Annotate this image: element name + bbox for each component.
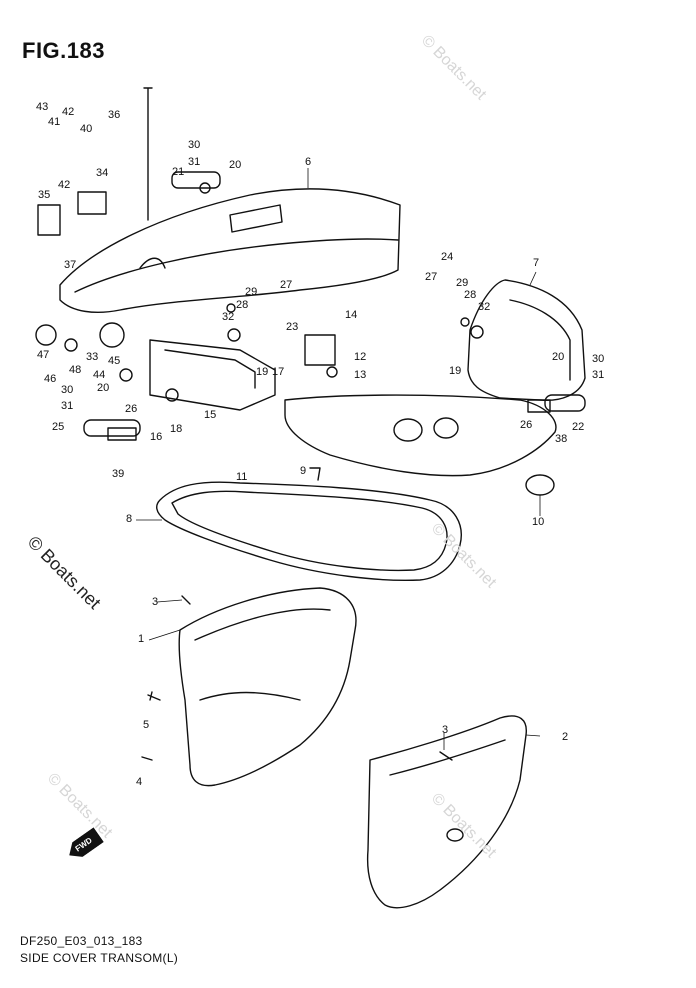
callout: 13 [354, 369, 366, 381]
part-12-bracket [304, 334, 336, 366]
part-8-gasket [156, 481, 462, 582]
callout: 3 [152, 596, 158, 608]
callout: 30 [592, 353, 604, 365]
callout: 3 [442, 724, 448, 736]
callout: 42 [58, 179, 70, 191]
callout: 37 [64, 259, 76, 271]
figure-title: FIG.183 [22, 38, 105, 63]
callout: 16 [150, 431, 162, 443]
callout: 39 [112, 468, 124, 480]
part-21-handle [171, 171, 221, 189]
callout: 24 [441, 251, 453, 263]
callout: 27 [425, 271, 437, 283]
part-4-screw [141, 756, 153, 761]
part-36-rod [143, 87, 153, 221]
callout: 5 [143, 719, 149, 731]
callout: 43 [36, 101, 48, 113]
part-cover-lower [284, 394, 557, 477]
callout: 32 [222, 311, 234, 323]
callout: 9 [300, 465, 306, 477]
callout: 25 [52, 421, 64, 433]
part-6-side-cover [59, 188, 401, 313]
part-38-plate [527, 399, 551, 413]
callout: 38 [555, 433, 567, 445]
callout: 28 [236, 299, 248, 311]
callout: 2 [562, 731, 568, 743]
callout: 20 [97, 382, 109, 394]
callout: 7 [533, 257, 539, 269]
part-33-grommet [99, 322, 125, 348]
callout: 44 [93, 369, 105, 381]
callout: 31 [188, 156, 200, 168]
callout: 6 [305, 156, 311, 168]
callout: 26 [125, 403, 137, 415]
callout: 30 [61, 384, 73, 396]
part-9-clip [309, 467, 321, 481]
part-2-lower-cover [366, 715, 527, 909]
callout: 20 [552, 351, 564, 363]
callout: 18 [170, 423, 182, 435]
part-10-plug [525, 474, 555, 496]
callout: 14 [345, 309, 357, 321]
callout: 40 [80, 123, 92, 135]
callout: 22 [572, 421, 584, 433]
part-25-grip [83, 419, 141, 437]
callout: 29 [245, 286, 257, 298]
callout: 35 [38, 189, 50, 201]
part-34-bracket [77, 191, 107, 215]
callout: 19 [256, 366, 268, 378]
callout: 34 [96, 167, 108, 179]
callout: 20 [229, 159, 241, 171]
callout: 19 [449, 365, 461, 377]
callout: 4 [136, 776, 142, 788]
callout: 21 [172, 166, 184, 178]
callout: 45 [108, 355, 120, 367]
callout: 41 [48, 116, 60, 128]
diagram-caption: SIDE COVER TRANSOM(L) [20, 951, 179, 965]
callout: 42 [62, 106, 74, 118]
callout: 33 [86, 351, 98, 363]
callout: 47 [37, 349, 49, 361]
callout: 46 [44, 373, 56, 385]
callout: 11 [236, 471, 247, 483]
callout: 15 [204, 409, 216, 421]
part-47-grommet [35, 324, 57, 346]
callout: 48 [69, 364, 81, 376]
callout: 31 [592, 369, 604, 381]
diagram-code: DF250_E03_013_183 [20, 934, 143, 948]
callout: 31 [61, 400, 73, 412]
callout: 36 [108, 109, 120, 121]
callout: 27 [280, 279, 292, 291]
part-7-side-panel [467, 279, 586, 402]
callout: 26 [520, 419, 532, 431]
part-1-lower-cover [178, 587, 357, 787]
callout: 12 [354, 351, 366, 363]
callout: 17 [272, 366, 284, 378]
callout: 28 [464, 289, 476, 301]
part-22-grip [544, 394, 586, 412]
part-3b-clip [439, 751, 453, 761]
callout: 30 [188, 139, 200, 151]
part-3-clip [181, 595, 191, 605]
part-39-plate [107, 427, 137, 441]
part-5-screw [147, 691, 161, 701]
callout: 1 [138, 633, 144, 645]
callout: 32 [478, 301, 490, 313]
callout: 23 [286, 321, 298, 333]
part-35-plate [37, 204, 61, 236]
part-15-bracket [149, 339, 276, 411]
callout: 29 [456, 277, 468, 289]
callout: 8 [126, 513, 132, 525]
callout: 10 [532, 516, 544, 528]
